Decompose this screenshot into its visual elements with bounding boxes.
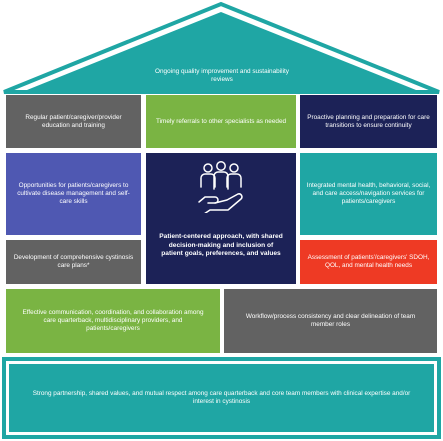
people-in-hand-icon [198, 161, 243, 213]
box-sdoh-assessment: Assessment of patients'/caregivers' SDOH… [300, 240, 437, 284]
roof-fill [22, 12, 421, 92]
box-education-training-text: Regular patient/caregiver/provider educa… [25, 113, 122, 129]
box-self-care-skills: Opportunities for patients/caregivers to… [6, 153, 141, 235]
box-education-training: Regular patient/caregiver/provider educa… [6, 95, 141, 148]
roof-label: Ongoing quality improvement and sustaina… [140, 62, 304, 90]
box-care-plans: Development of comprehensive cystinosis … [6, 240, 141, 284]
foundation-text: Strong partnership, shared values, and m… [32, 390, 411, 405]
box-communication: Effective communication, coordination, a… [6, 289, 220, 353]
center-block-label: Patient-centered approach, with shared d… [152, 213, 290, 279]
box-integrated-services: Integrated mental health, behavioral, so… [300, 153, 437, 235]
box-communication-text: Effective communication, coordination, a… [22, 309, 204, 332]
center-block-text: Patient-centered approach, with shared d… [159, 233, 283, 258]
box-timely-referrals: Timely referrals to other specialists as… [146, 95, 296, 148]
box-timely-referrals-text: Timely referrals to other specialists as… [155, 117, 287, 125]
box-workflow-text: Workflow/process consistency and clear d… [245, 313, 416, 328]
box-care-plans-text: Development of comprehensive cystinosis … [13, 254, 134, 269]
box-workflow: Workflow/process consistency and clear d… [224, 289, 437, 353]
box-care-transitions: Proactive planning and preparation for c… [300, 95, 437, 148]
center-block: Patient-centered approach, with shared d… [146, 153, 296, 284]
box-care-transitions-text: Proactive planning and preparation for c… [307, 113, 430, 129]
foundation-bar: Strong partnership, shared values, and m… [2, 357, 441, 439]
box-integrated-services-text: Integrated mental health, behavioral, so… [306, 182, 431, 205]
box-self-care-skills-text: Opportunities for patients/caregivers to… [17, 182, 130, 205]
box-sdoh-assessment-text: Assessment of patients'/caregivers' SDOH… [307, 254, 430, 269]
foundation-inner: Strong partnership, shared values, and m… [9, 364, 434, 432]
roof-text: Ongoing quality improvement and sustaina… [155, 68, 289, 83]
